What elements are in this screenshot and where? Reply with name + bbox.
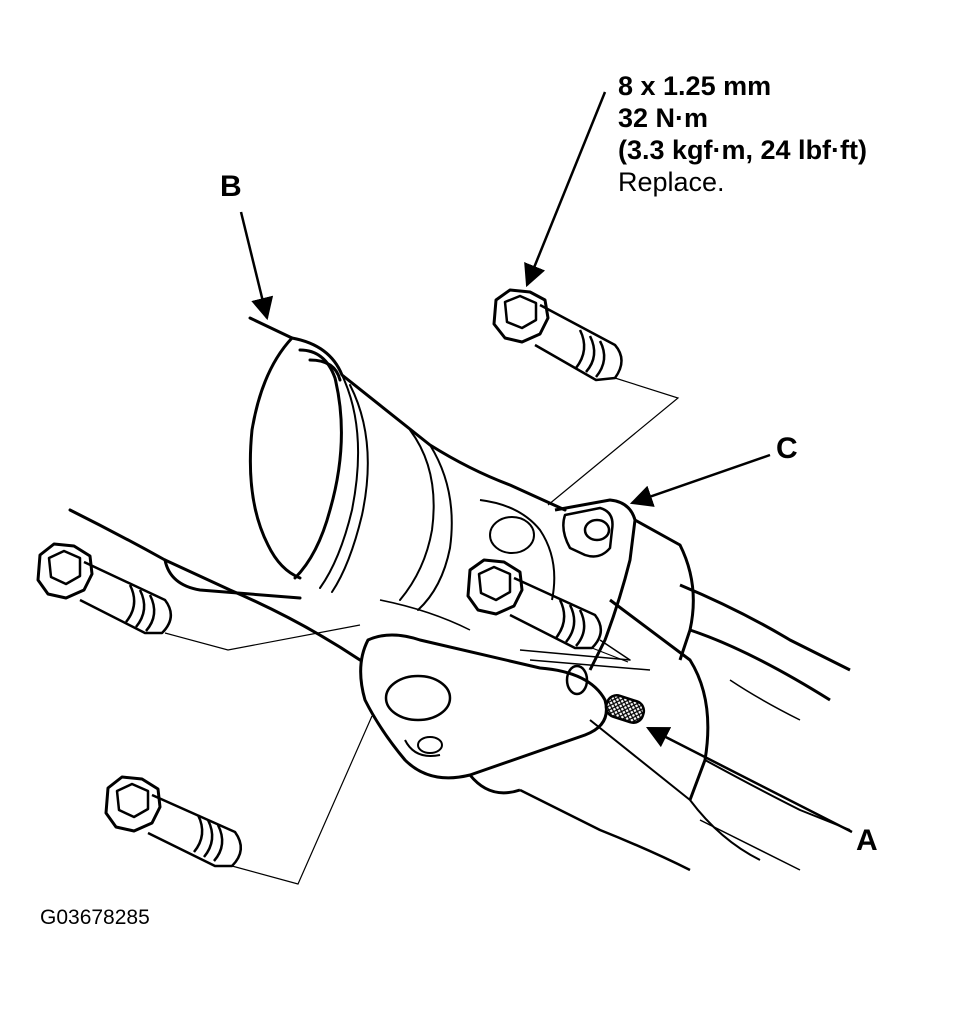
mesh-gasket-a: [604, 694, 646, 724]
replace-note: Replace.: [618, 167, 725, 197]
bolt-spec-note: 8 x 1.25 mm 32 N·m (3.3 kgf·m, 24 lbf·ft…: [618, 70, 867, 198]
leader-a: [645, 726, 853, 834]
figure-id: G03678285: [40, 906, 150, 929]
flange-bolt-bottom: [104, 775, 242, 868]
callout-label-b: B: [220, 170, 242, 203]
leader-spec: [524, 91, 607, 288]
exhaust-pipe-b: [68, 316, 567, 662]
callout-label-a: A: [856, 824, 878, 857]
flange-bolt-top: [492, 288, 623, 382]
callout-label-c: C: [776, 432, 798, 465]
callout-leaders: [239, 91, 853, 834]
flange-bolt-middle: [466, 558, 602, 650]
flange-bolt-left: [36, 542, 172, 635]
bolt-size-text: 8 x 1.25 mm: [618, 71, 772, 101]
torque-alt-text: (3.3 kgf·m, 24 lbf·ft): [618, 135, 868, 165]
pipe-flange: [359, 498, 851, 872]
leader-b: [239, 211, 274, 321]
torque-text: 32 N·m: [618, 103, 709, 133]
leader-c: [629, 453, 771, 507]
bolt-alignment-lines: [164, 377, 680, 885]
